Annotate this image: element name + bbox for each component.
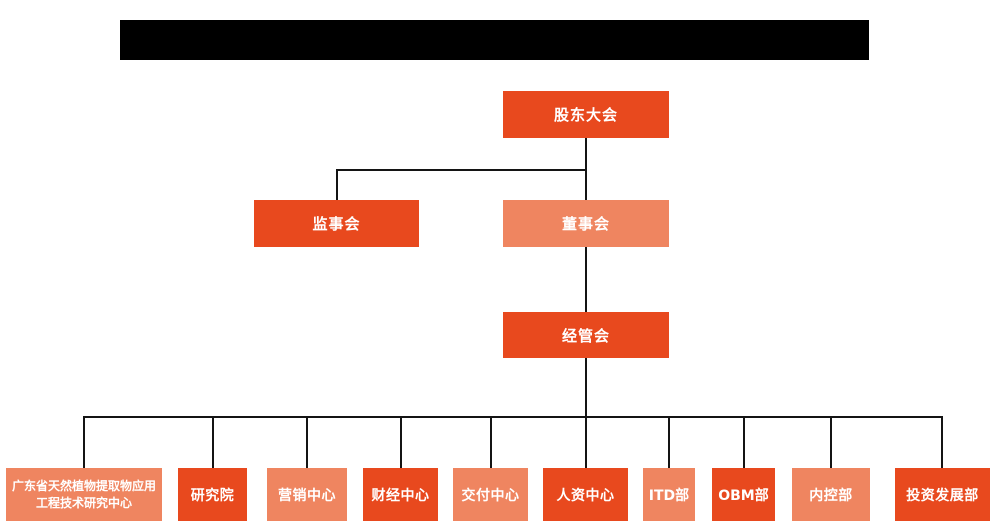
connector-stub-dept-6 xyxy=(668,418,670,468)
node-label: ITD部 xyxy=(648,487,690,504)
connector-management-down xyxy=(585,358,587,418)
node-dept-internal-control: 内控部 xyxy=(792,468,870,521)
connector-stub-dept-1 xyxy=(212,418,214,468)
node-dept-marketing-center: 营销中心 xyxy=(267,468,347,521)
node-supervisory-board: 监事会 xyxy=(254,200,419,247)
redacted-title-bar xyxy=(120,20,869,60)
connector-level2-horizontal xyxy=(336,169,587,171)
node-management-committee: 经管会 xyxy=(503,312,669,358)
node-shareholders-meeting: 股东大会 xyxy=(503,91,669,138)
connector-stub-dept-4 xyxy=(490,418,492,468)
connector-to-board-of-directors xyxy=(585,171,587,200)
node-dept-obm: OBM部 xyxy=(712,468,775,521)
connector-to-supervisory-board xyxy=(336,171,338,200)
node-dept-delivery-center: 交付中心 xyxy=(453,468,528,521)
connector-departments-horizontal xyxy=(83,416,943,418)
node-label: 内控部 xyxy=(809,487,853,504)
node-dept-finance-center: 财经中心 xyxy=(363,468,438,521)
connector-stub-dept-7 xyxy=(743,418,745,468)
connector-board-to-management xyxy=(585,247,587,312)
node-dept-research-institute: 研究院 xyxy=(178,468,247,521)
node-label: 股东大会 xyxy=(553,106,618,124)
connector-stub-dept-3 xyxy=(400,418,402,468)
connector-stub-dept-9 xyxy=(941,418,943,468)
node-dept-itd: ITD部 xyxy=(643,468,695,521)
node-label: 人资中心 xyxy=(556,487,615,504)
node-dept-hr-center: 人资中心 xyxy=(543,468,628,521)
node-label: 投资发展部 xyxy=(906,487,979,504)
connector-root-down xyxy=(585,138,587,171)
node-label: 财经中心 xyxy=(371,487,430,504)
connector-stub-dept-0 xyxy=(83,418,85,468)
connector-stub-dept-8 xyxy=(830,418,832,468)
node-label: 交付中心 xyxy=(461,487,520,504)
node-label: 广东省天然植物提取物应用工程技术研究中心 xyxy=(11,479,156,510)
node-label: OBM部 xyxy=(718,487,769,504)
node-label: 董事会 xyxy=(561,215,610,233)
connector-stub-dept-2 xyxy=(306,418,308,468)
connector-stub-dept-5 xyxy=(585,418,587,468)
node-label: 监事会 xyxy=(312,215,361,233)
node-board-of-directors: 董事会 xyxy=(503,200,669,247)
node-label: 研究院 xyxy=(190,487,235,504)
node-dept-investment-development: 投资发展部 xyxy=(895,468,990,521)
node-label: 经管会 xyxy=(561,326,610,345)
node-dept-research-center: 广东省天然植物提取物应用工程技术研究中心 xyxy=(6,468,162,521)
node-label: 营销中心 xyxy=(278,487,336,504)
